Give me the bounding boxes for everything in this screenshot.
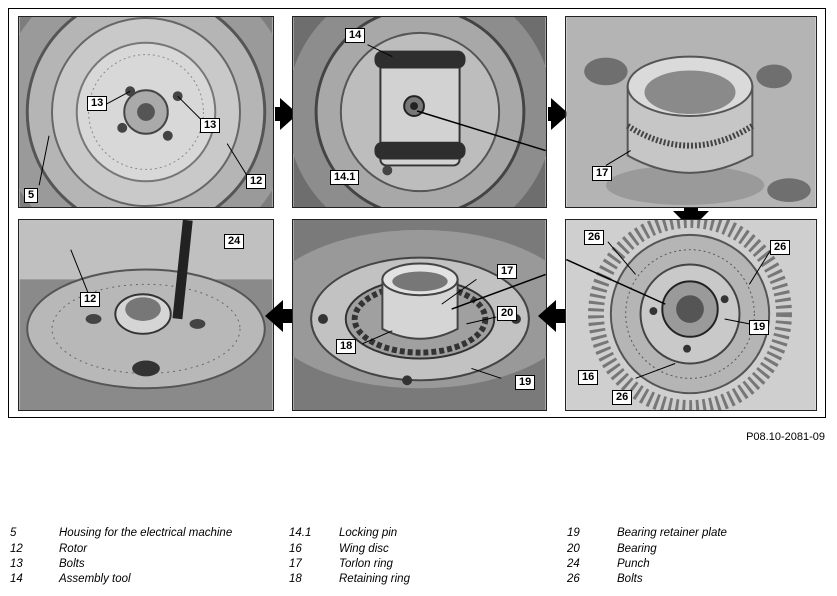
callout-16: 16: [578, 370, 599, 385]
arrow-stem: [275, 107, 283, 121]
callout-26b: 26: [770, 240, 791, 255]
callout-18: 18: [336, 339, 357, 354]
callout-19: 19: [515, 375, 536, 390]
callout-13b: 13: [200, 118, 221, 133]
callout-26a: 26: [584, 230, 605, 245]
callout-17b: 17: [497, 264, 518, 279]
callout-24: 24: [224, 234, 245, 249]
callout-12b: 12: [80, 292, 101, 307]
callout-13a: 13: [87, 96, 108, 111]
callout-12: 12: [246, 174, 267, 189]
callout-26c: 26: [612, 390, 633, 405]
callout-20: 20: [497, 306, 518, 321]
arrow-right-icon: [551, 98, 569, 130]
figure-reference: P08.10-2081-09: [746, 431, 825, 443]
callout-19b: 19: [749, 320, 770, 335]
callout-17: 17: [592, 166, 613, 181]
photo-wing-disc: [565, 219, 817, 411]
callout-5: 5: [24, 188, 39, 203]
arrow-stem: [282, 309, 292, 323]
photo-assembly-tool: [292, 16, 547, 208]
arrow-left-icon: [538, 300, 556, 332]
photo-housing-rotor: [18, 16, 274, 208]
arrow-stem: [684, 208, 698, 213]
photo-bearing: [292, 219, 547, 411]
figure-frame: [8, 8, 826, 418]
arrow-stem: [555, 309, 565, 323]
callout-14: 14: [345, 28, 366, 43]
callout-14-1: 14.1: [330, 170, 360, 185]
arrow-left-icon: [265, 300, 283, 332]
